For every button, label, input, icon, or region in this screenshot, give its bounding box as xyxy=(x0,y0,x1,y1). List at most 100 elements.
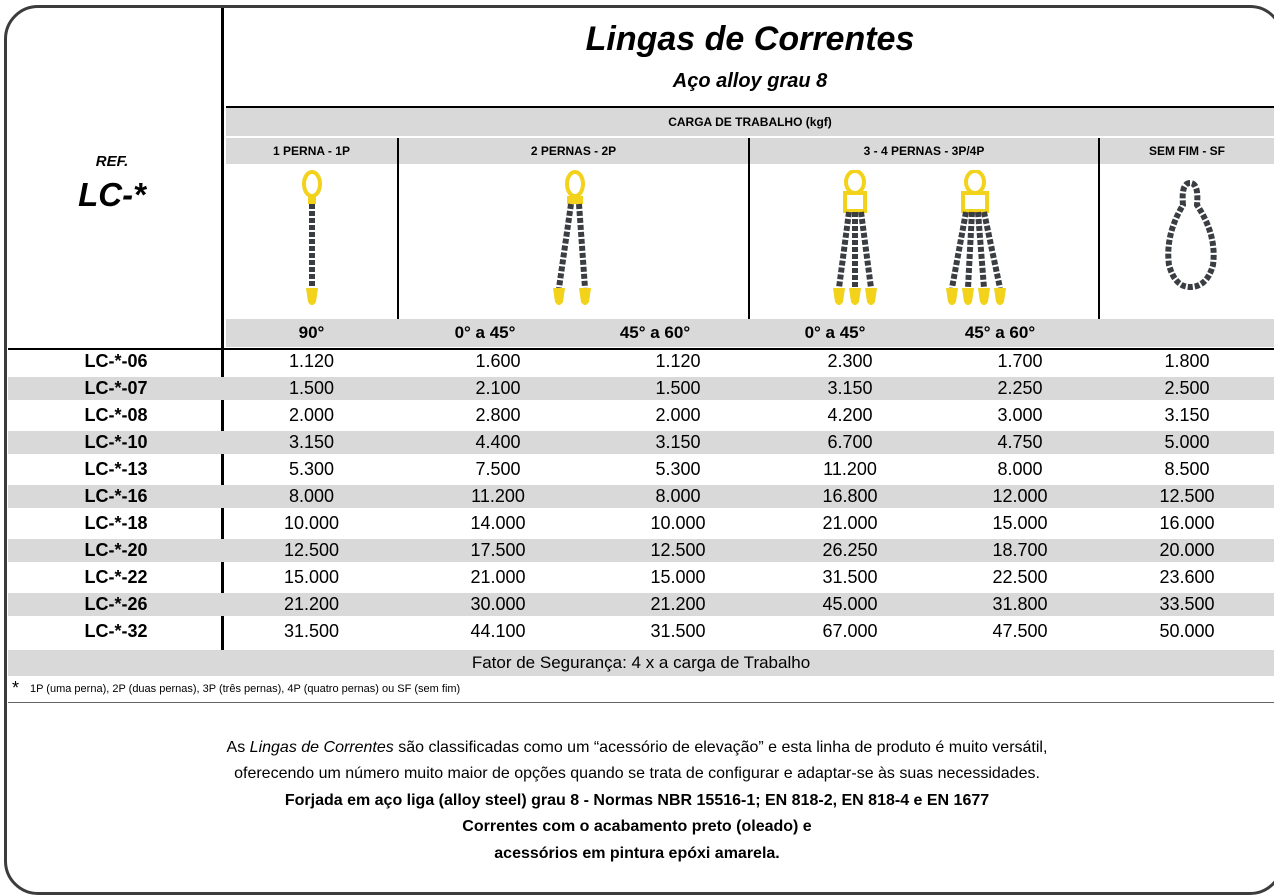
row-value: 21.200 xyxy=(283,594,340,614)
row-value: 8.000 xyxy=(288,486,335,506)
row-value: 15.000 xyxy=(650,567,706,587)
row-code: LC-*-13 xyxy=(84,459,148,479)
angle-3p4p-low: 0° a 45° xyxy=(804,323,866,342)
row-value: 23.600 xyxy=(1159,567,1215,587)
footnote-star: * xyxy=(12,678,20,698)
row-value: 26.250 xyxy=(822,540,878,560)
row-value: 7.500 xyxy=(475,459,521,479)
row-value: 16.800 xyxy=(822,486,878,506)
description-line-5: acessórios em pintura epóxi amarela. xyxy=(494,845,780,862)
carga-header: CARGA DE TRABALHO (kgf) xyxy=(226,108,1274,136)
table-row: LC-*-22 15.000 21.000 15.000 31.500 22.500 23.… xyxy=(8,566,1274,589)
row-value: 15.000 xyxy=(992,513,1048,533)
leg-header-sf: SEM FIM - SF xyxy=(1100,138,1274,164)
description-line-1-em: Lingas de Correntes xyxy=(249,739,394,756)
description-line-1-pre: As xyxy=(226,739,250,756)
row-value: 8.000 xyxy=(997,459,1043,479)
row-value: 21.000 xyxy=(470,567,526,587)
footnote-text: 1P (uma perna), 2P (duas pernas), 3P (tr… xyxy=(30,683,461,695)
row-value: 8.500 xyxy=(1164,459,1210,479)
row-value: 2.250 xyxy=(997,378,1043,398)
page-title: Lingas de Correntes xyxy=(585,20,915,58)
sling-4-leg-image xyxy=(946,170,1006,305)
row-value: 14.000 xyxy=(470,513,526,533)
row-value: 50.000 xyxy=(1159,621,1215,641)
row-value: 10.000 xyxy=(650,513,706,533)
leg-header-2p: 2 PERNAS - 2P xyxy=(399,138,748,164)
row-value: 21.200 xyxy=(650,594,706,614)
row-value: 2.000 xyxy=(655,405,701,425)
description-line-1-post: são classificadas como um “acessório de … xyxy=(393,739,1048,756)
angle-2p-low: 0° a 45° xyxy=(454,323,516,342)
row-value: 45.000 xyxy=(822,594,878,614)
row-value: 10.000 xyxy=(283,513,340,533)
row-value: 31.500 xyxy=(650,621,706,641)
row-code: LC-*-10 xyxy=(84,432,148,452)
row-value: 5.300 xyxy=(655,459,701,479)
row-value: 47.500 xyxy=(992,621,1048,641)
divider-2 xyxy=(748,138,750,319)
row-value: 31.500 xyxy=(283,621,340,641)
angle-2p-high: 45° a 60° xyxy=(619,323,691,342)
row-code: LC-*-18 xyxy=(84,513,148,533)
row-value: 5.300 xyxy=(288,459,335,479)
row-value: 31.500 xyxy=(822,567,878,587)
row-value: 12.000 xyxy=(992,486,1048,506)
row-value: 22.500 xyxy=(992,567,1048,587)
row-value: 44.100 xyxy=(470,621,526,641)
row-value: 12.500 xyxy=(650,540,706,560)
row-value: 6.700 xyxy=(827,432,873,452)
row-value: 8.000 xyxy=(655,486,701,506)
footnote-rule xyxy=(8,702,1274,703)
divider-1 xyxy=(397,138,399,319)
page-subtitle: Aço alloy grau 8 xyxy=(672,70,828,92)
row-code: LC-*-16 xyxy=(84,486,148,506)
leg-header-3p4p: 3 - 4 PERNAS - 3P/4P xyxy=(750,138,1098,164)
row-value: 5.000 xyxy=(1164,432,1210,452)
row-value: 31.800 xyxy=(992,594,1048,614)
row-code: LC-*-06 xyxy=(84,351,148,371)
row-value: 2.000 xyxy=(288,405,335,425)
row-value: 3.000 xyxy=(997,405,1043,425)
row-value: 1.120 xyxy=(288,351,335,371)
ref-code: LC-* xyxy=(78,176,146,213)
row-value: 2.800 xyxy=(475,405,521,425)
row-code: LC-*-22 xyxy=(84,567,148,587)
sling-1-leg-image xyxy=(302,170,322,305)
table-top-rule xyxy=(8,348,1274,350)
angle-1p: 90° xyxy=(298,323,325,342)
row-value: 12.500 xyxy=(1159,486,1215,506)
row-value: 33.500 xyxy=(1159,594,1215,614)
row-value: 1.700 xyxy=(997,351,1043,371)
sling-3-leg-image xyxy=(833,170,877,305)
row-code: LC-*-20 xyxy=(84,540,148,560)
description-line-3: Forjada em aço liga (alloy steel) grau 8… xyxy=(284,792,990,809)
row-code: LC-*-08 xyxy=(84,405,148,425)
row-value: 2.500 xyxy=(1164,378,1210,398)
sling-2-leg-image xyxy=(553,170,591,305)
row-value: 4.750 xyxy=(997,432,1043,452)
row-code: LC-*-32 xyxy=(84,621,148,641)
row-value: 3.150 xyxy=(1164,405,1210,425)
row-value: 1.500 xyxy=(288,378,335,398)
row-code: LC-*-07 xyxy=(84,378,148,398)
row-value: 3.150 xyxy=(655,432,701,452)
angle-3p4p-high: 45° a 60° xyxy=(964,323,1036,342)
row-value: 1.120 xyxy=(655,351,701,371)
row-value: 2.300 xyxy=(827,351,873,371)
leg-header-1p: 1 PERNA - 1P xyxy=(226,138,397,164)
title-divider xyxy=(226,106,1274,108)
row-value: 15.000 xyxy=(283,567,340,587)
row-value: 21.000 xyxy=(822,513,878,533)
row-code: LC-*-26 xyxy=(84,594,148,614)
row-value: 2.100 xyxy=(475,378,521,398)
row-value: 1.800 xyxy=(1164,351,1210,371)
row-value: 11.200 xyxy=(823,459,877,479)
row-value: 12.500 xyxy=(283,540,340,560)
